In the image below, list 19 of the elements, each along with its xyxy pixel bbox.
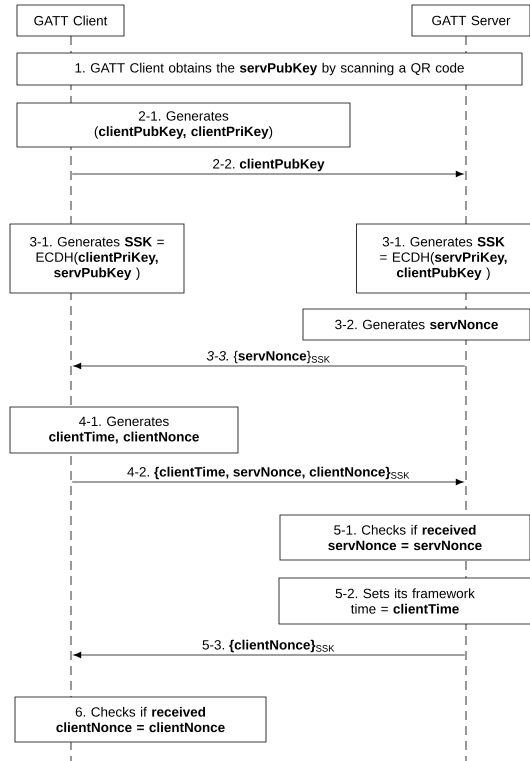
message-arrow bbox=[72, 170, 464, 178]
message-arrow bbox=[73, 652, 466, 658]
step-box: 5-1. Checks if received servNonce = servNonce bbox=[280, 514, 530, 560]
message-arrow bbox=[73, 362, 466, 370]
step-box: 6. Checks if received clientNonce = clientNonce bbox=[14, 696, 266, 742]
edge-label: 3-3. {servNonce}$_{SSK}$ bbox=[206, 350, 330, 364]
step-box: 3-2. Generates servNonce bbox=[302, 308, 530, 340]
lifeline-header: GATT Client bbox=[16, 4, 124, 36]
step-box: 5-2. Sets its framework time = clientTime bbox=[278, 578, 530, 624]
edge-label: 5-3. {clientNonce}$_{SSK}$ bbox=[202, 640, 334, 652]
edge-label: 4-2. {clientTime, servNonce, clientNonce}$_{SSK}$ bbox=[127, 466, 410, 480]
edge-label: 2-2. clientPubKey bbox=[213, 158, 324, 172]
step-box: 1. GATT Client obtains the servPubKey by scanning a QR code bbox=[16, 52, 522, 86]
step-box: 4-1. Generates clientTime, clientNonce bbox=[10, 406, 238, 454]
step-box: 2-1. Generates (clientPubKey, clientPriKey) bbox=[16, 102, 350, 148]
step-box: 3-1. Generates SSK = ECDH(clientPriKey, servPubKey ) bbox=[10, 224, 184, 294]
lifeline-header: GATT Server bbox=[412, 4, 530, 36]
step-box: 3-1. Generates SSK = ECDH(servPriKey, clientPubKey ) bbox=[356, 224, 530, 294]
message-arrow bbox=[72, 478, 464, 486]
